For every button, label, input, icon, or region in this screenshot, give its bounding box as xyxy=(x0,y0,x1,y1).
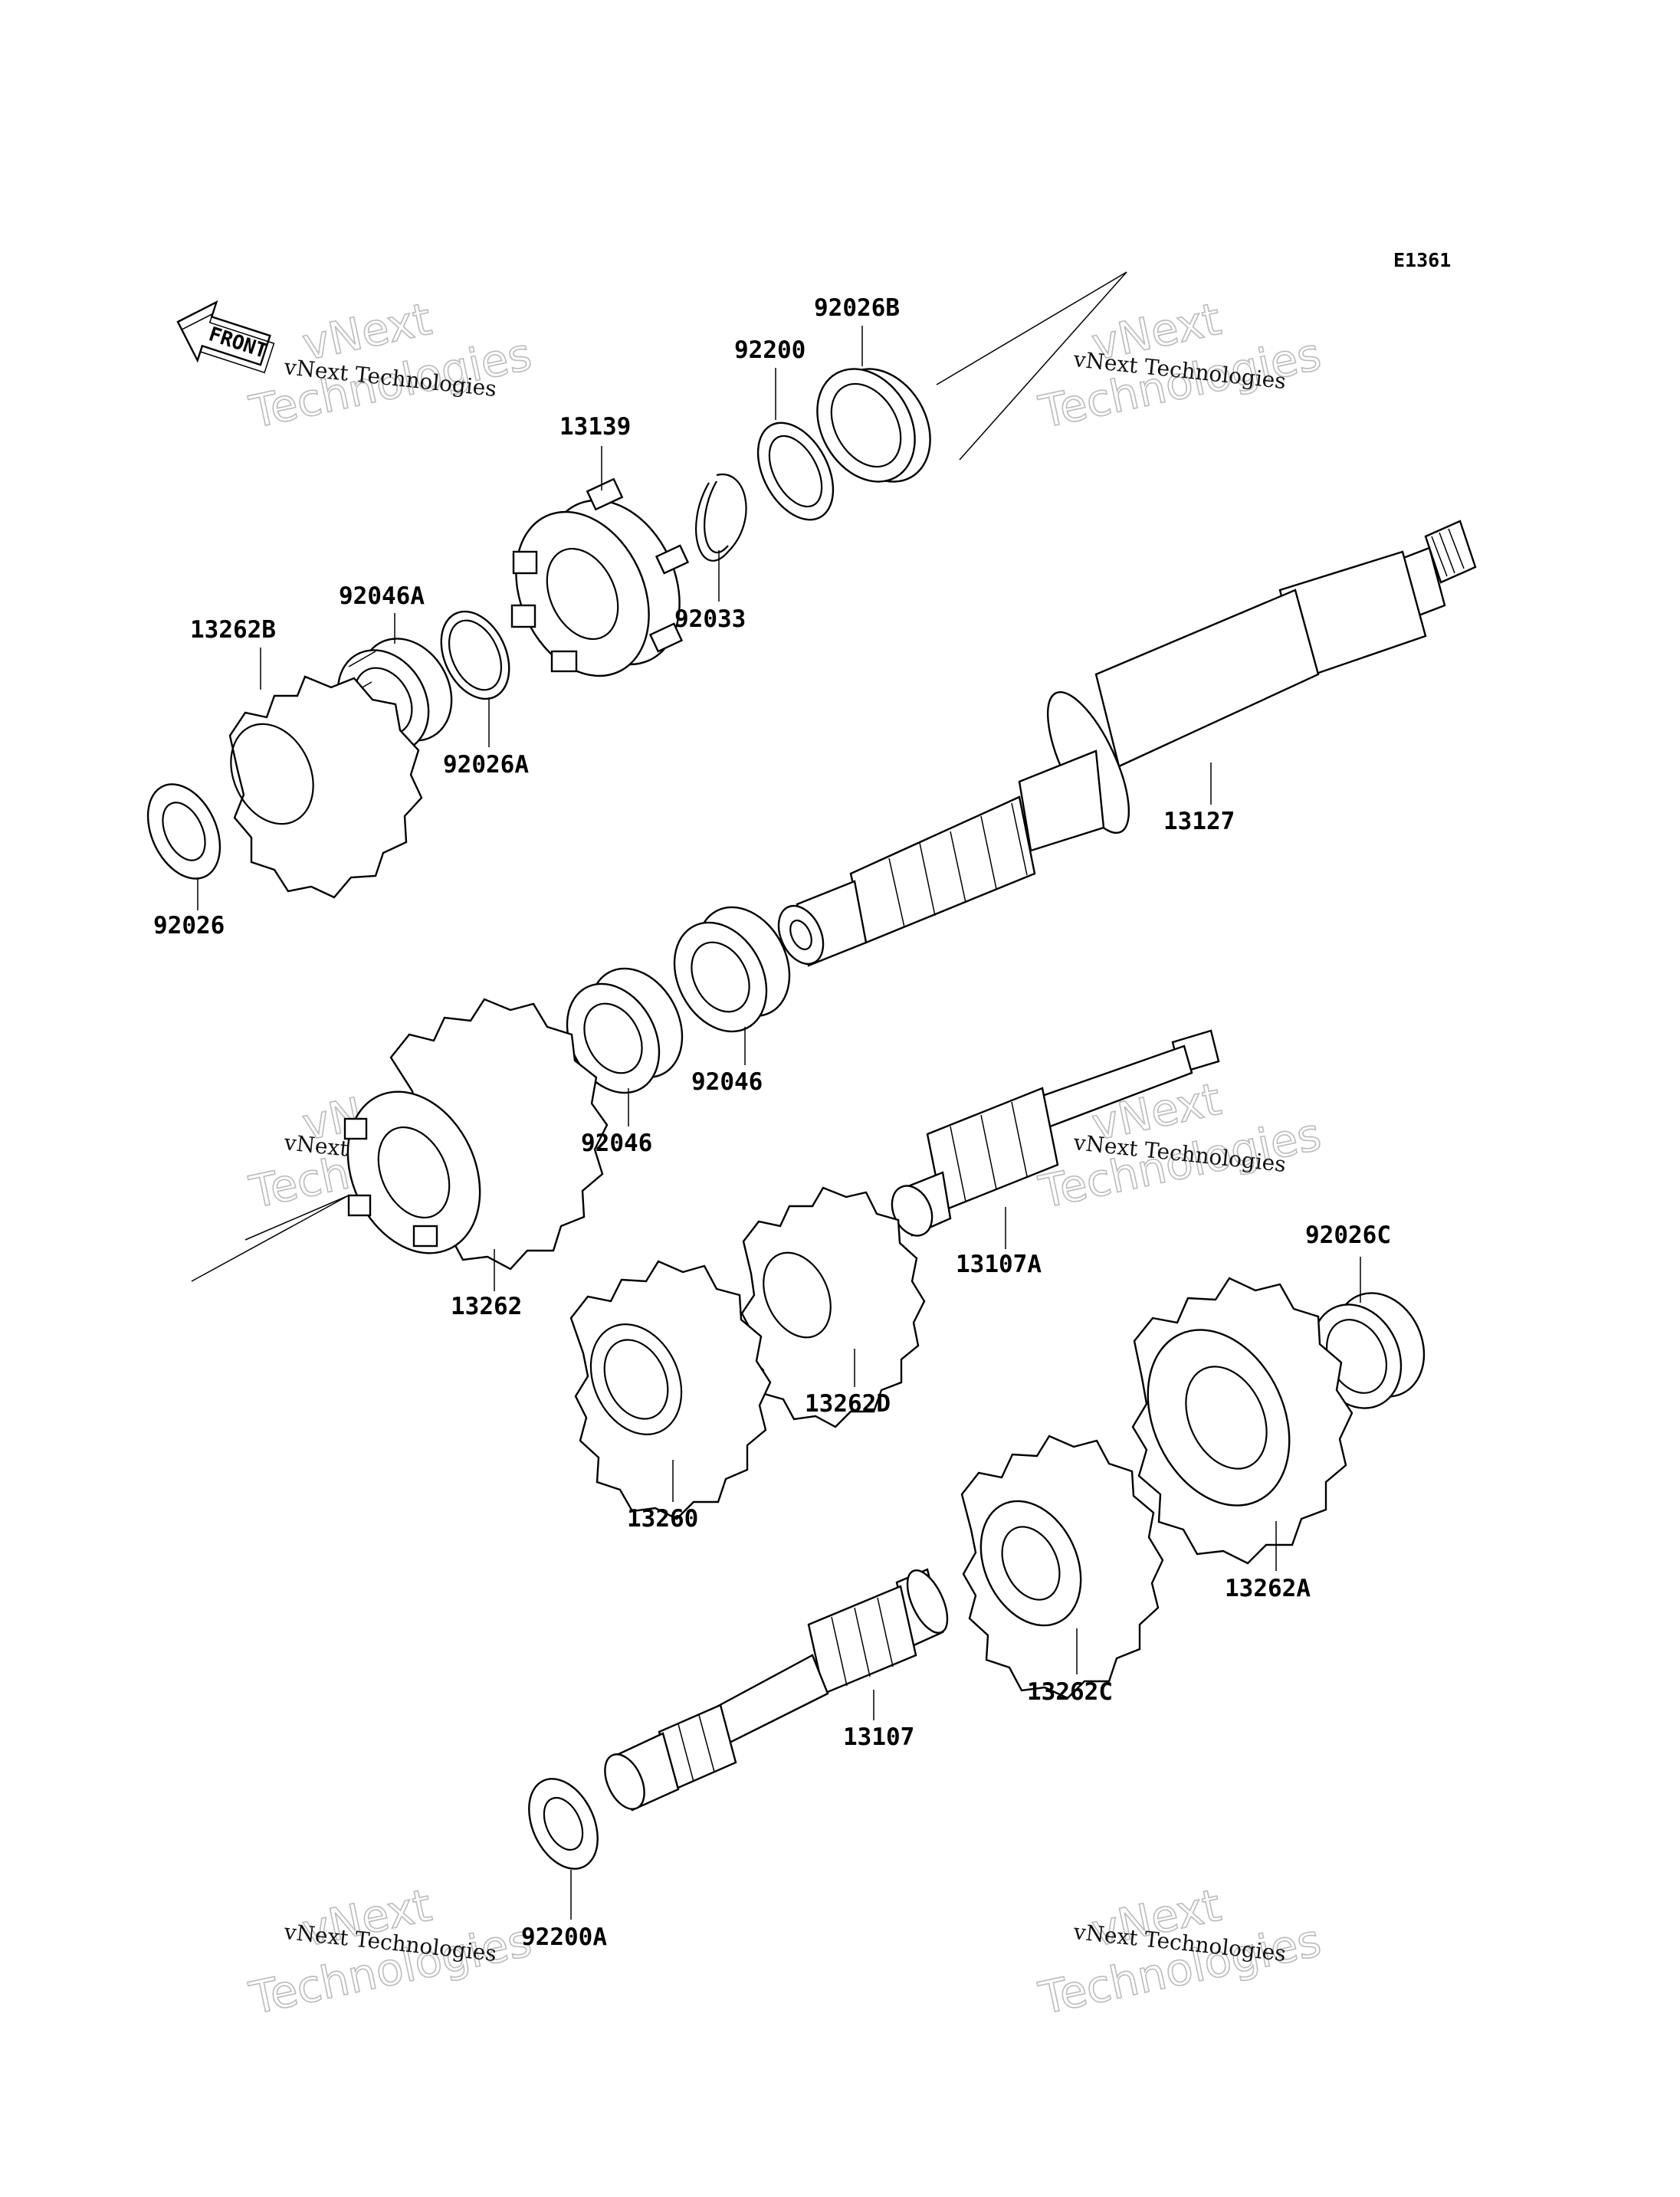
label-92026C: 92026C xyxy=(1305,1221,1391,1249)
watermark-top-left: vNext Technologies vNext Technologies xyxy=(244,292,536,439)
label-92200A: 92200A xyxy=(521,1923,607,1951)
diagram-code: E1361 xyxy=(1393,249,1451,271)
part-13107-shaft xyxy=(604,1568,949,1812)
part-13262C-gear xyxy=(960,1435,1164,1700)
part-13262-gear xyxy=(343,998,609,1291)
part-labels: 92026B 92200 13139 92033 92046A 92026A 1… xyxy=(153,294,1391,1951)
label-13262A: 13262A xyxy=(1225,1575,1311,1602)
label-13107: 13107 xyxy=(843,1723,914,1751)
part-92200A-washer xyxy=(528,1778,599,1920)
part-92026A-washer xyxy=(440,610,510,747)
label-13262C: 13262C xyxy=(1027,1678,1113,1706)
label-13127: 13127 xyxy=(1163,808,1235,835)
part-13262B-gear xyxy=(228,648,423,899)
label-13260: 13260 xyxy=(627,1505,698,1533)
watermark-bottom-left: vNext Technologies vNext Technologies xyxy=(244,1878,536,2025)
watermark-top-right: vNext Technologies vNext Technologies xyxy=(1034,292,1326,439)
part-13139-collar xyxy=(510,446,690,677)
label-13107A: 13107A xyxy=(956,1251,1042,1278)
label-13262: 13262 xyxy=(451,1293,522,1320)
label-92026: 92026 xyxy=(153,912,225,939)
label-13262B: 13262B xyxy=(190,616,276,644)
explosion-lines xyxy=(191,271,1127,1282)
part-13127-shaft xyxy=(777,520,1477,967)
part-92046-bearing-lower xyxy=(566,967,684,1126)
part-92026-washer xyxy=(146,783,221,910)
label-92026A: 92026A xyxy=(443,751,529,779)
front-arrow-icon: FRONT xyxy=(176,300,275,374)
part-13262A-gear xyxy=(1131,1277,1354,1571)
watermark-bottom-right: vNext Technologies vNext Technologies xyxy=(1034,1878,1326,2025)
part-92200-washer xyxy=(756,368,835,521)
label-13139: 13139 xyxy=(559,413,631,441)
part-92033-circlip xyxy=(695,473,747,602)
label-92200: 92200 xyxy=(734,336,806,364)
part-13260-gear xyxy=(569,1260,772,1520)
label-13262D: 13262D xyxy=(805,1390,891,1418)
label-92033: 92033 xyxy=(674,605,746,633)
label-92046A: 92046A xyxy=(339,582,425,610)
label-92026B: 92026B xyxy=(814,294,900,322)
label-92046-upper: 92046 xyxy=(691,1068,763,1096)
part-92026B-bushing xyxy=(816,326,931,483)
label-92046-lower: 92046 xyxy=(581,1130,652,1157)
part-92046-bearing-upper xyxy=(673,906,791,1065)
